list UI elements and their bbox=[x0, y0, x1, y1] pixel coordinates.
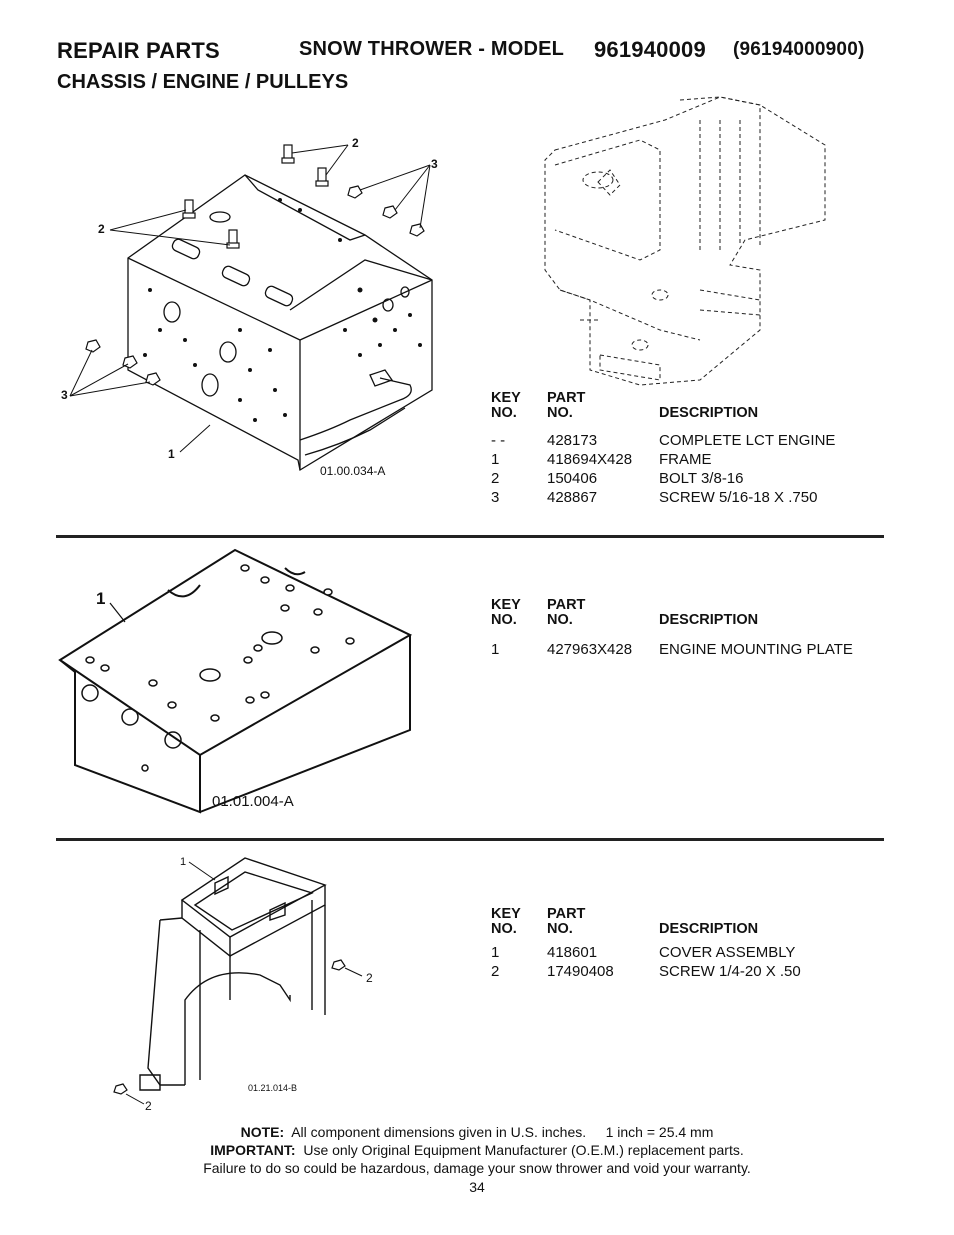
figure-code-1: 01.00.034-A bbox=[320, 464, 386, 478]
cover-assembly-diagram bbox=[113, 857, 363, 1105]
important-label: IMPORTANT: bbox=[210, 1142, 296, 1158]
footer-warning: Failure to do so could be hazardous, dam… bbox=[203, 1160, 751, 1176]
model-number: 961940009 bbox=[594, 37, 706, 62]
page-number: 34 bbox=[469, 1179, 485, 1195]
note-conversion: 1 inch = 25.4 mm bbox=[605, 1124, 714, 1140]
section-divider bbox=[56, 838, 884, 841]
figure-code-2: 01.01.004-A bbox=[212, 793, 294, 810]
callout-1-1: 1 bbox=[168, 447, 175, 461]
important-text: Use only Original Equipment Manufacturer… bbox=[303, 1142, 744, 1158]
callout-2-1: 1 bbox=[96, 589, 106, 608]
note-label: NOTE: bbox=[240, 1124, 285, 1140]
page-subtitle: CHASSIS / ENGINE / PULLEYS bbox=[57, 71, 349, 93]
repair-parts-title: REPAIR PARTS bbox=[57, 38, 220, 63]
callout-1-3b: 3 bbox=[61, 388, 68, 402]
callout-3-2b: 2 bbox=[145, 1099, 152, 1113]
frame-engine-diagram bbox=[69, 96, 826, 472]
callout-1-2a: 2 bbox=[352, 136, 359, 150]
figure-code-3: 01.21.014-B bbox=[248, 1083, 298, 1093]
callout-1-3a: 3 bbox=[431, 157, 438, 171]
snow-thrower-model-label: SNOW THROWER - MODEL bbox=[299, 38, 565, 60]
section-divider bbox=[56, 535, 884, 538]
model-number-paren: (96194000900) bbox=[733, 39, 865, 60]
footer-note: NOTE: All component dimensions given in … bbox=[0, 1123, 954, 1141]
callout-3-2a: 2 bbox=[366, 971, 373, 985]
callout-1-2b: 2 bbox=[98, 222, 105, 236]
footer-important: IMPORTANT: Use only Original Equipment M… bbox=[0, 1141, 954, 1159]
note-text: All component dimensions given in U.S. i… bbox=[291, 1124, 587, 1140]
engine-mounting-plate-diagram bbox=[58, 548, 413, 814]
callout-3-1: 1 bbox=[180, 856, 187, 868]
